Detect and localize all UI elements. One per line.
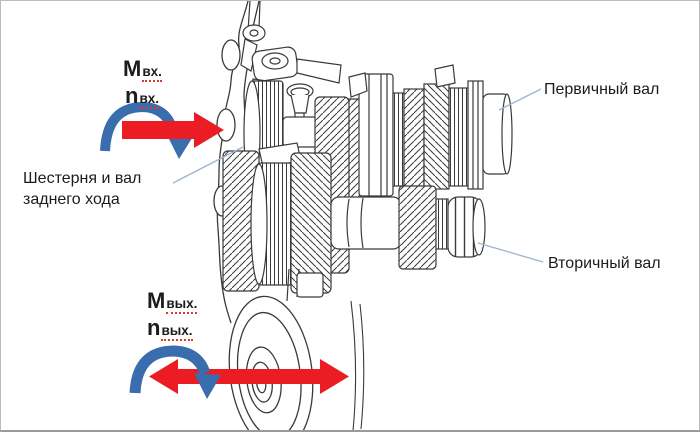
reverse-gear-leader-line xyxy=(172,146,244,184)
output-speed-symbol: n xyxy=(147,315,161,340)
input-shaft-gears xyxy=(243,64,484,200)
input-torque-arrow xyxy=(122,112,224,148)
secondary-shaft-label: Вторичный вал xyxy=(548,255,661,272)
rear-housing-lines xyxy=(350,300,365,430)
input-speed-subscript: вх. xyxy=(139,91,160,109)
output-rotation-arrow xyxy=(129,345,221,399)
flywheel-pulley xyxy=(228,295,314,430)
output-torque-symbol: M xyxy=(147,288,166,313)
secondary-shaft-leader-line xyxy=(477,242,544,263)
input-torque-subscript: вх. xyxy=(142,64,162,82)
reverse-gear-label-line1: Шестерня и вал xyxy=(23,170,142,187)
output-speed-subscript: вых. xyxy=(161,323,193,341)
output-shaft-gears xyxy=(222,96,449,302)
primary-shaft-leader-line xyxy=(498,88,542,111)
primary-shaft-end xyxy=(482,93,513,175)
reverse-gear-label-line2: заднего хода xyxy=(23,191,120,208)
shift-linkage xyxy=(240,1,342,130)
input-speed-symbol: n xyxy=(125,83,139,108)
input-torque-symbol: M xyxy=(123,56,142,81)
secondary-shaft-end-gear xyxy=(447,196,486,258)
primary-shaft-label: Первичный вал xyxy=(544,81,660,98)
output-torque-subscript: вых. xyxy=(166,296,198,314)
reverse-gear-label: Шестерня и вал заднего хода xyxy=(23,168,141,210)
